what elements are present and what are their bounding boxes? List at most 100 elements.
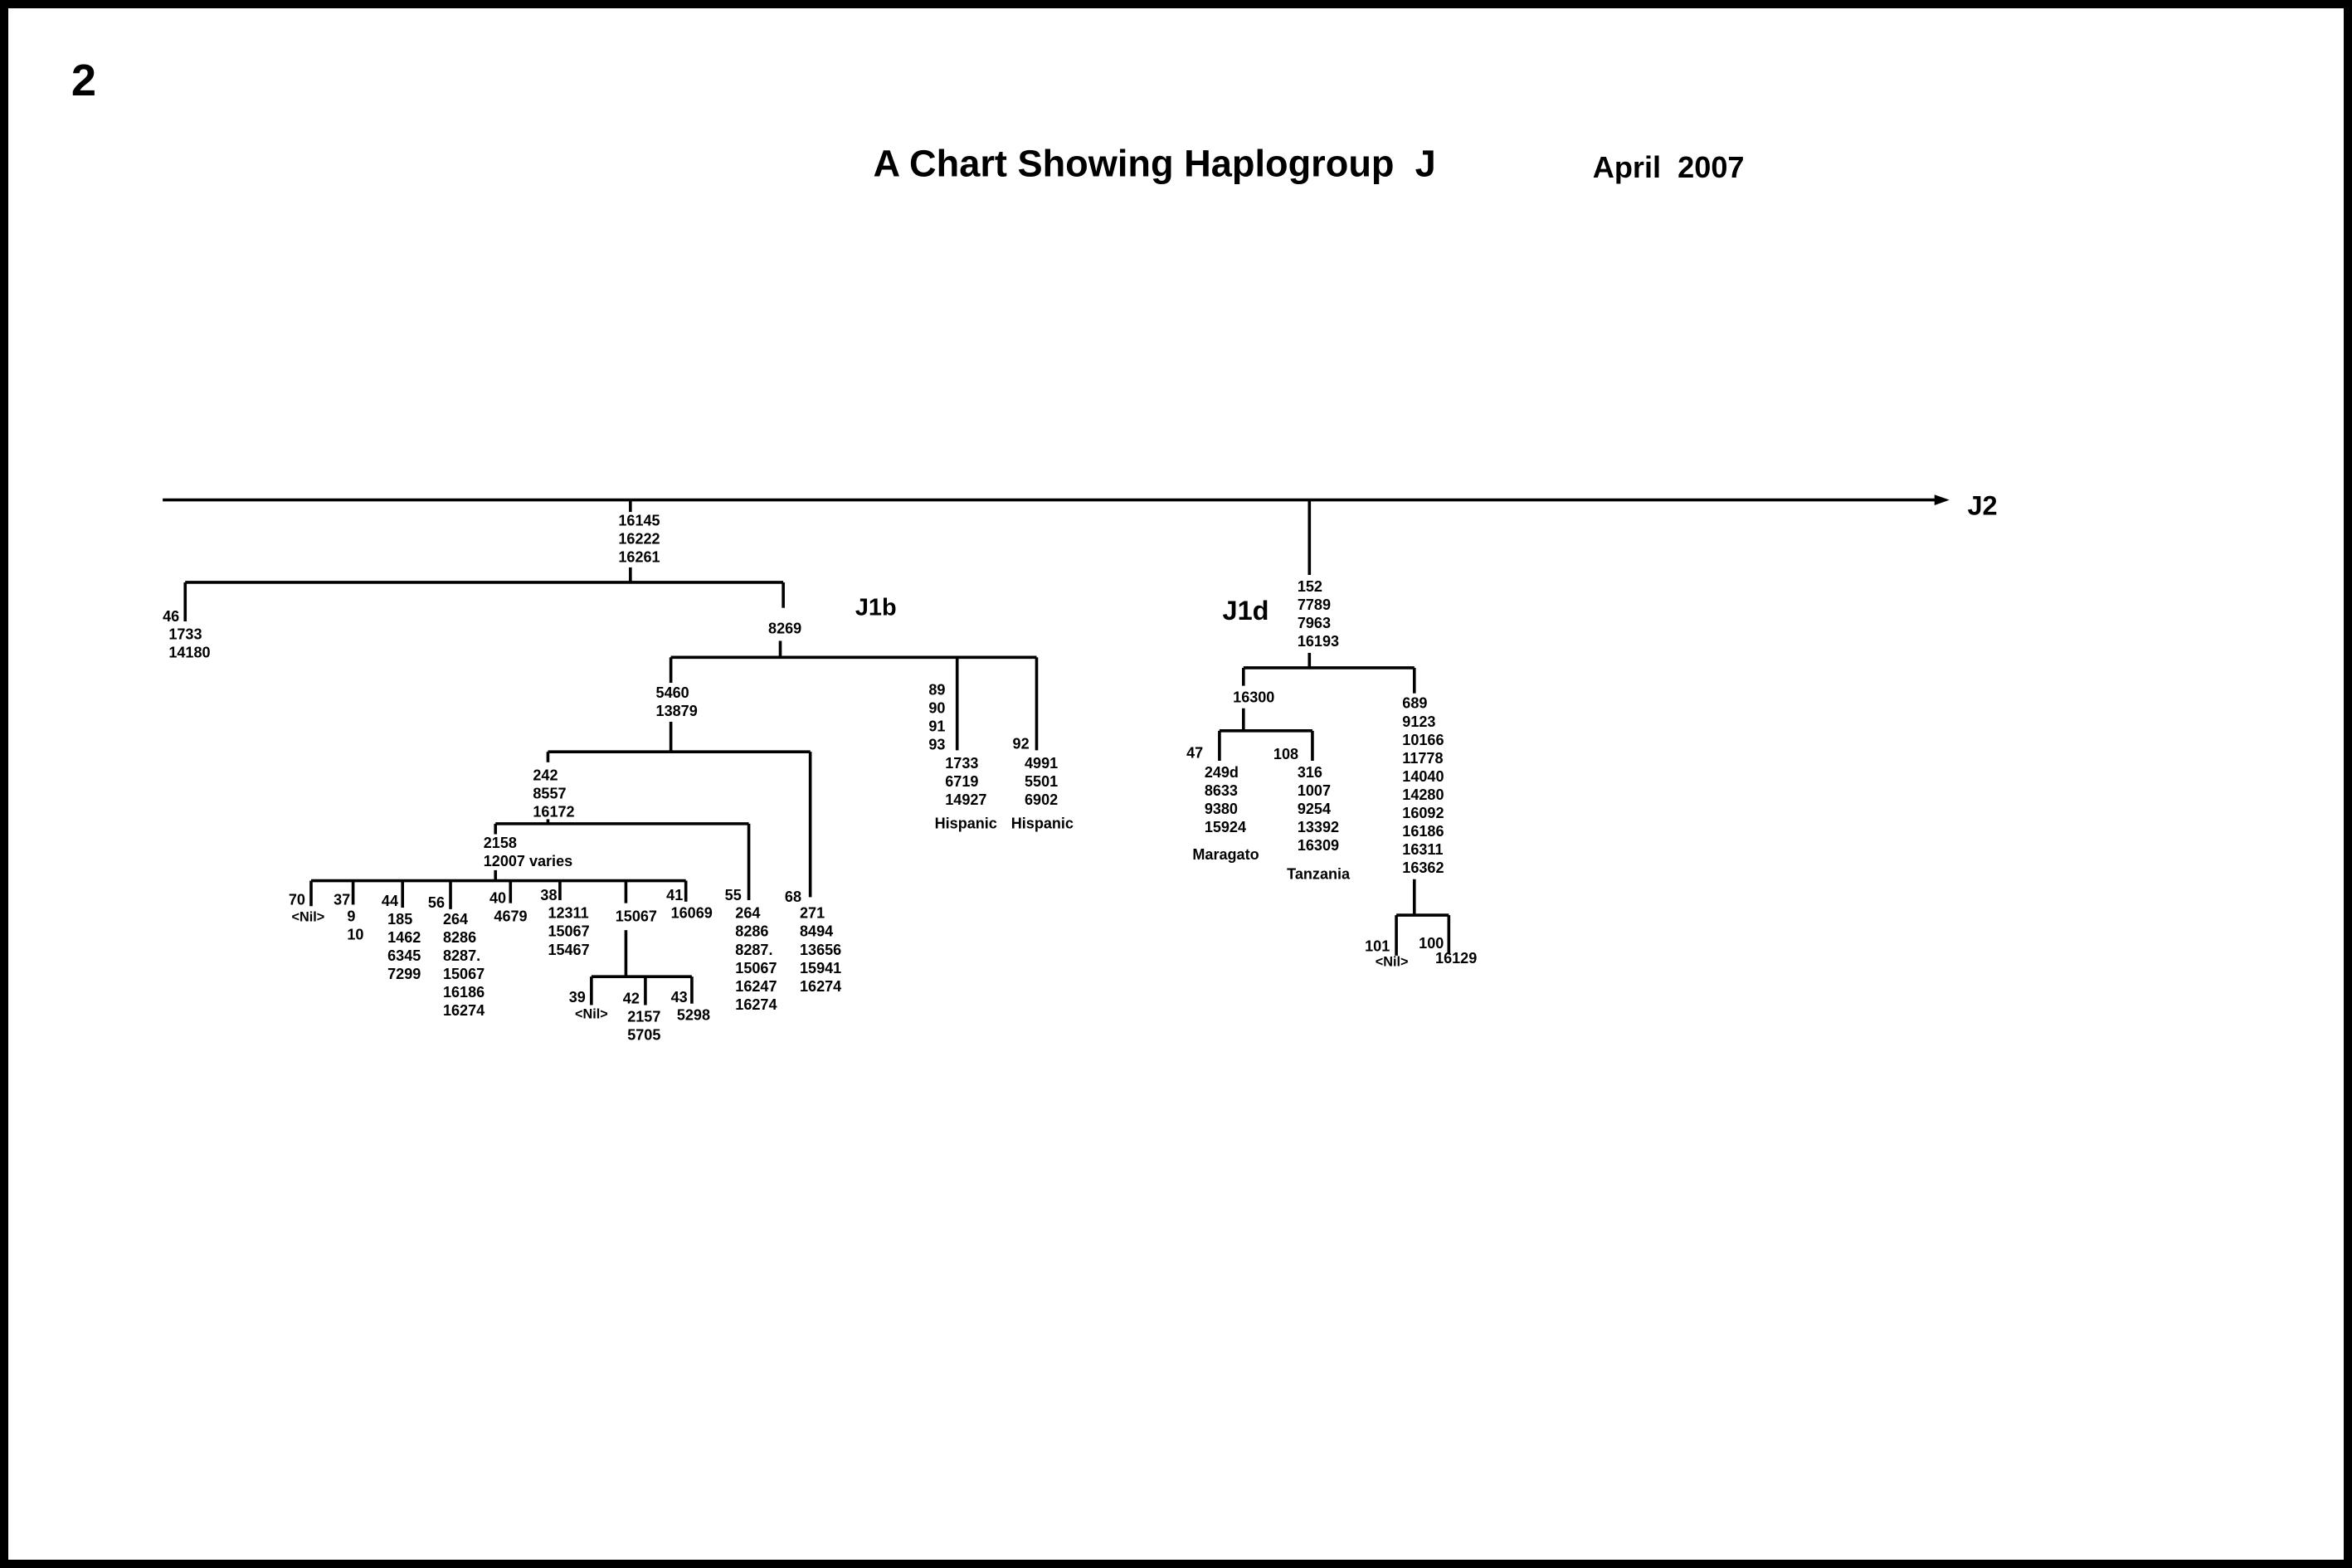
sample-id-label: 37 xyxy=(334,891,350,908)
sample-id-label: 39 xyxy=(569,989,586,1006)
mutation-label: 16274 xyxy=(443,1002,485,1019)
mutation-label: 271 xyxy=(800,905,825,922)
sample-id-label: 38 xyxy=(540,887,557,903)
population-label: Tanzania xyxy=(1287,866,1351,883)
mutation-label: 7789 xyxy=(1298,597,1331,613)
mutation-label: 16069 xyxy=(671,905,713,922)
mutation-label: 14927 xyxy=(945,791,986,808)
mutation-label: 249d xyxy=(1205,764,1239,781)
mutation-label: 185 xyxy=(387,911,412,928)
mutation-label: 8287. xyxy=(443,947,480,964)
mutation-label: 1733 xyxy=(168,626,202,643)
sample-id-label: 92 xyxy=(1013,736,1030,752)
sample-id-label: 68 xyxy=(785,889,801,905)
mutation-label: 4991 xyxy=(1025,755,1058,772)
mutation-label: 16247 xyxy=(735,978,777,995)
mutation-label: 8286 xyxy=(443,929,476,946)
mutation-label: 16309 xyxy=(1298,837,1339,854)
mutation-label: 16129 xyxy=(1435,950,1477,967)
mutation-label: 10166 xyxy=(1402,732,1444,748)
chart-date: April 2007 xyxy=(1593,150,1745,184)
sample-id-label: 70 xyxy=(289,891,305,908)
sample-id-label: 42 xyxy=(623,991,640,1007)
page-number: 2 xyxy=(71,56,96,105)
mutation-label: 1733 xyxy=(945,755,978,772)
mutation-label: 16362 xyxy=(1402,859,1444,876)
mutation-label: 316 xyxy=(1298,764,1322,781)
arrow-head-icon xyxy=(1934,494,1950,505)
mutation-label: 9123 xyxy=(1402,713,1435,730)
mutation-label: 8633 xyxy=(1205,782,1238,799)
chart-sheet: 2 A Chart Showing Haplogroup J April 200… xyxy=(8,8,2344,1560)
mutation-label: 1462 xyxy=(387,929,421,946)
mutation-label: 9254 xyxy=(1298,801,1331,817)
mutation-label: <Nil> xyxy=(292,909,325,924)
sample-id-label: 89 xyxy=(928,681,945,698)
mutation-label: 264 xyxy=(735,905,760,922)
population-label: Hispanic xyxy=(935,815,997,831)
sample-id-label: 43 xyxy=(671,989,688,1006)
mutation-label: 6902 xyxy=(1025,791,1058,808)
population-label: Maragato xyxy=(1192,846,1259,863)
mutation-label: 9380 xyxy=(1205,801,1238,817)
sample-id-label: 44 xyxy=(382,893,398,909)
mutation-label: 6719 xyxy=(945,773,978,790)
mutation-label: 264 xyxy=(443,911,468,928)
branch-label-j1b: J1b xyxy=(855,595,897,621)
mutation-label: 16300 xyxy=(1233,689,1274,706)
mutation-label: 8287. xyxy=(735,942,772,958)
mutation-label: 12007 varies xyxy=(484,853,572,869)
mutation-label: 4679 xyxy=(494,908,527,924)
mutation-label: 15067 xyxy=(616,908,657,924)
mutation-label: 7963 xyxy=(1298,615,1331,631)
branch-label-j1d: J1d xyxy=(1223,596,1269,626)
sample-id-label: 55 xyxy=(725,887,742,903)
sample-id-label: 101 xyxy=(1365,937,1390,954)
mutation-label: 16193 xyxy=(1298,633,1339,650)
mutation-label: 16172 xyxy=(533,804,574,821)
mutation-label: 9 xyxy=(347,908,355,924)
mutation-label: 16145 xyxy=(618,512,660,528)
sample-id-label: 108 xyxy=(1273,746,1298,762)
mutation-label: 2157 xyxy=(627,1008,660,1025)
mutation-label: 12311 xyxy=(548,905,588,922)
mutation-label: 16186 xyxy=(1402,823,1444,840)
mutation-label: 14180 xyxy=(168,645,210,661)
mutation-label: 13879 xyxy=(656,703,698,719)
mutation-label: 8557 xyxy=(533,786,566,802)
population-label: Hispanic xyxy=(1011,815,1074,831)
mutation-label: 16222 xyxy=(618,530,660,547)
mutation-label: 16092 xyxy=(1402,805,1444,821)
mutation-label: 16274 xyxy=(735,996,777,1013)
mutation-label: 16311 xyxy=(1402,841,1443,858)
sample-id-label: 40 xyxy=(489,890,506,907)
mutation-label: 14040 xyxy=(1402,768,1444,785)
mutation-label: 152 xyxy=(1298,578,1322,595)
mutation-label: 15941 xyxy=(800,960,841,976)
mutation-label: 16186 xyxy=(443,984,485,1001)
mutation-label: 5298 xyxy=(677,1007,710,1024)
mutation-label: 13656 xyxy=(800,942,841,958)
mutation-label: 6345 xyxy=(387,947,421,964)
mutation-label: 11778 xyxy=(1402,750,1443,767)
mutation-label: 15067 xyxy=(735,960,777,976)
mutation-label: <Nil> xyxy=(575,1007,608,1022)
mutation-label: 15067 xyxy=(548,923,589,940)
mutation-label: <Nil> xyxy=(1376,955,1409,970)
sample-id-label: 41 xyxy=(666,887,683,903)
mutation-label: 8269 xyxy=(768,620,801,636)
sample-id-label: 91 xyxy=(928,718,945,735)
mutation-label: 1007 xyxy=(1298,782,1331,799)
mutation-label: 13392 xyxy=(1298,819,1339,835)
mutation-label: 7299 xyxy=(387,966,421,982)
mutation-label: 10 xyxy=(347,926,363,942)
haplogroup-tree: 2 A Chart Showing Haplogroup J April 200… xyxy=(71,56,1998,1044)
mutation-label: 242 xyxy=(533,767,558,783)
sample-id-label: 47 xyxy=(1186,744,1203,761)
mutation-label: 16274 xyxy=(800,978,841,995)
mutation-label: 14280 xyxy=(1402,786,1444,803)
mutation-label: 5705 xyxy=(627,1026,660,1043)
mutation-label: 15924 xyxy=(1205,819,1246,835)
mutation-label: 5501 xyxy=(1025,773,1058,790)
sample-id-label: 46 xyxy=(163,608,179,625)
